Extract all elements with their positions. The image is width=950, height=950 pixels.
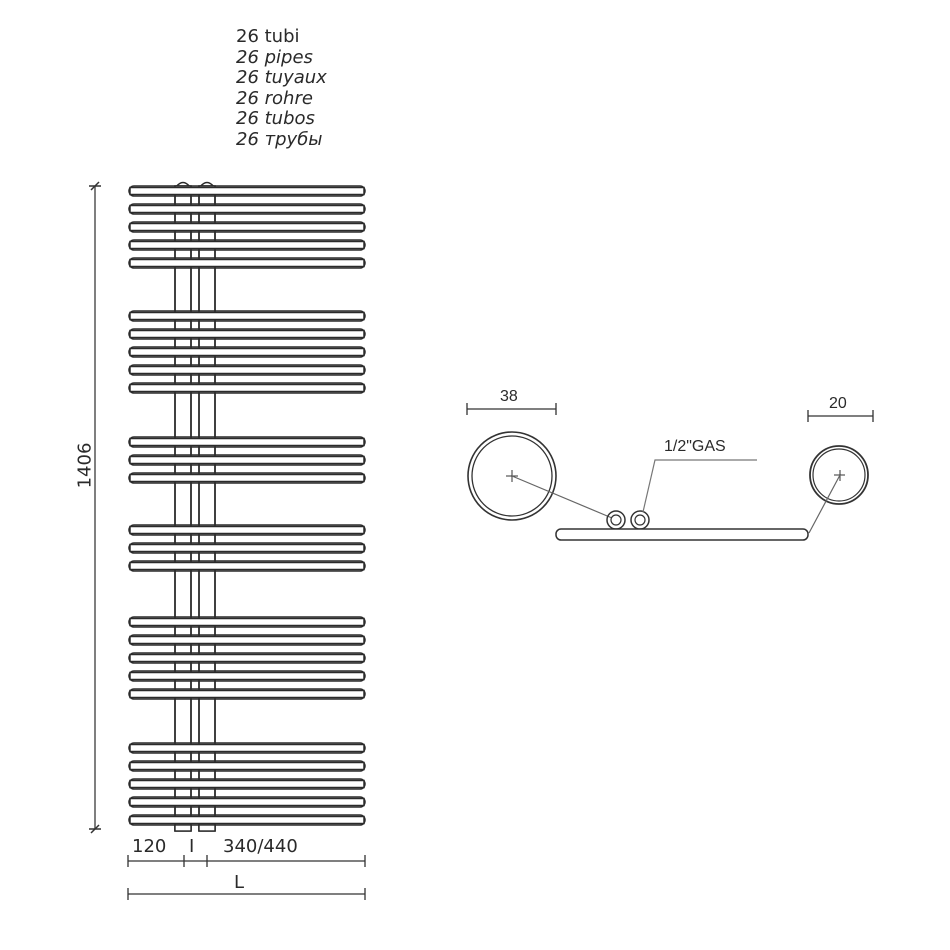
small-tube-section	[809, 445, 869, 505]
section-view	[466, 403, 874, 541]
width-dimension-lines	[127, 855, 366, 900]
dim-total-label: L	[234, 872, 245, 893]
label-it: 26 tubi	[236, 26, 300, 47]
horizontal-bars	[128, 185, 366, 826]
height-dimension-label: 1406	[74, 442, 96, 489]
label-de: 26 rohre	[236, 87, 313, 109]
height-dimension-line	[89, 181, 101, 834]
small-tube-diameter-label: 20	[829, 395, 847, 412]
label-fr: 26 tuyaux	[236, 67, 327, 88]
pipe-count-labels: 26 tubi 26 pipes 26 tuyaux 26 rohre 26 t…	[236, 26, 327, 150]
label-ru: 26 трубы	[236, 128, 323, 150]
large-tube-diameter-label: 38	[500, 388, 518, 405]
label-es: 26 tubos	[236, 108, 315, 129]
label-en: 26 pipes	[236, 46, 313, 68]
large-tube-section	[467, 431, 557, 521]
vertical-collectors	[174, 181, 216, 832]
dim-right-label: 340/440	[223, 836, 298, 857]
dim-center-label: I	[189, 836, 195, 857]
connection-label: 1/2"GAS	[664, 438, 726, 455]
dim-left-label: 120	[132, 836, 167, 857]
collector-lines	[129, 186, 365, 832]
